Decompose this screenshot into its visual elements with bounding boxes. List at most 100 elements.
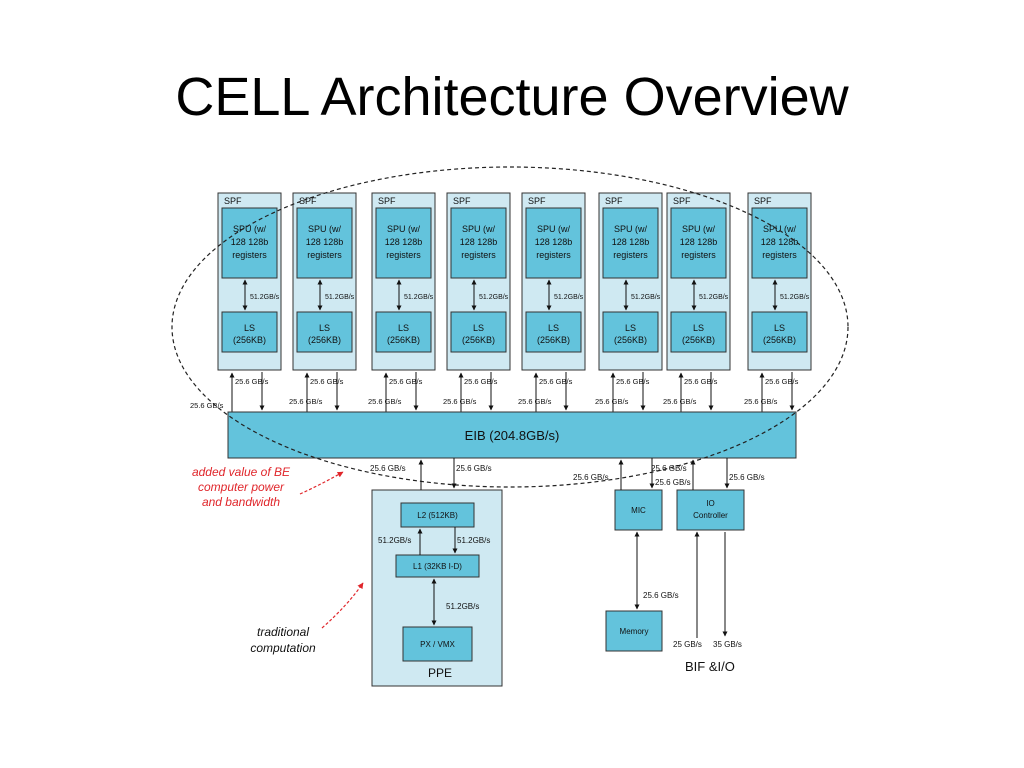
traditional-pointer: [321, 582, 364, 629]
spu-box: [296, 207, 353, 279]
traditional-annotation: traditional computation: [250, 582, 364, 655]
ls-label: (256KB): [233, 335, 266, 345]
spu-label: 128 128b: [612, 237, 650, 247]
spe-link-bw-upper: 25.6 GB/s: [389, 377, 423, 386]
spu-box: [450, 207, 507, 279]
mic-link-bw-right: 25.6 GB/s: [651, 464, 687, 473]
spu-label: 128 128b: [231, 237, 269, 247]
spe-link-bw-lower: 25.6 GB/s: [368, 397, 402, 406]
spe-internal-bw-label: 51.2GB/s: [554, 294, 584, 301]
spu-label: registers: [762, 250, 797, 260]
ls-label: (256KB): [682, 335, 715, 345]
spu-box: [525, 207, 582, 279]
spe-header: SPF: [453, 196, 471, 206]
spe-link-bw-upper: 25.6 GB/s: [765, 377, 799, 386]
ppe-bw-label-right: 51.2GB/s: [457, 536, 490, 545]
spu-box: [375, 207, 432, 279]
mic-label: MIC: [631, 506, 646, 515]
ls-label: (256KB): [387, 335, 420, 345]
spu-label: registers: [461, 250, 496, 260]
spe-internal-bw-label: 51.2GB/s: [325, 294, 355, 301]
spe-header: SPF: [605, 196, 623, 206]
mic-box: [614, 489, 663, 531]
spu-label: 128 128b: [535, 237, 573, 247]
spu-label: SPU (w/: [682, 224, 716, 234]
ls-label: LS: [473, 323, 484, 333]
added-value-line-1: added value of BE: [192, 465, 291, 479]
ls-label: LS: [548, 323, 559, 333]
spu-label: registers: [386, 250, 421, 260]
spe-link-bw-lower: 25.6 GB/s: [190, 401, 224, 410]
added-value-line-3: and bandwidth: [202, 495, 280, 509]
ls-label: (256KB): [614, 335, 647, 345]
io-link-bw-left: 25.6 GB/s: [655, 478, 691, 487]
l1-cache-label: L1 (32KB I-D): [413, 562, 462, 571]
spe-link-bw-upper: 25.6 GB/s: [235, 377, 269, 386]
ls-label: (256KB): [763, 335, 796, 345]
spe-internal-bw-label: 51.2GB/s: [250, 294, 280, 301]
spe-eib-links: 25.6 GB/s 25.6 GB/s 25.6 GB/s 25.6 GB/s 25.6…: [190, 372, 799, 412]
spe-header: SPF: [754, 196, 772, 206]
spu-label: SPU (w/: [308, 224, 342, 234]
l2-cache-box: [400, 502, 475, 528]
spe-link-bw-upper: 25.6 GB/s: [616, 377, 650, 386]
spe-link-bw-upper: 25.6 GB/s: [464, 377, 498, 386]
ppe-link-bw-left: 25.6 GB/s: [370, 464, 406, 473]
mic-link-bw-left: 25.6 GB/s: [573, 473, 609, 482]
l1-cache-box: [395, 554, 480, 578]
io-out-bw-label: 35 GB/s: [713, 640, 742, 649]
spe-internal-bw-label: 51.2GB/s: [780, 294, 810, 301]
ls-label: LS: [319, 323, 330, 333]
spu-label: SPU (w/: [763, 224, 797, 234]
ls-box: [375, 311, 432, 353]
io-controller-label-2: Controller: [693, 511, 728, 520]
spe-link-bw-lower: 25.6 GB/s: [744, 397, 778, 406]
spu-box: [670, 207, 727, 279]
spe-link-bw-lower: 25.6 GB/s: [663, 397, 697, 406]
ls-label: (256KB): [537, 335, 570, 345]
added-value-annotation: added value of BE computer power and ban…: [192, 465, 344, 509]
ls-box: [296, 311, 353, 353]
spu-label: registers: [681, 250, 716, 260]
ls-box: [751, 311, 808, 353]
spe-header: SPF: [673, 196, 691, 206]
spe-header: SPF: [528, 196, 546, 206]
spu-label: registers: [536, 250, 571, 260]
ls-box: [450, 311, 507, 353]
eib-label: EIB (204.8GB/s): [465, 428, 560, 443]
spu-label: 128 128b: [306, 237, 344, 247]
eib-bus: [227, 411, 797, 459]
added-value-pointer: [299, 471, 344, 495]
ls-label: LS: [398, 323, 409, 333]
px-vmx-label: PX / VMX: [420, 640, 455, 649]
ppe-core-bw-label: 51.2GB/s: [446, 602, 479, 611]
spe-group: SPF SPU (w/128 128b registers 51.2GB/sLS (25…: [217, 192, 812, 371]
spe-internal-bw-label: 51.2GB/s: [479, 294, 509, 301]
spe-link-bw-upper: 25.6 GB/s: [684, 377, 718, 386]
memory-label: Memory: [620, 627, 649, 636]
spe-link-bw-lower: 25.6 GB/s: [443, 397, 477, 406]
spu-label: registers: [232, 250, 267, 260]
spe-link-bw-upper: 25.6 GB/s: [310, 377, 344, 386]
spe-header: SPF: [299, 196, 317, 206]
spe-link-bw-upper: 25.6 GB/s: [539, 377, 573, 386]
spu-box: [221, 207, 278, 279]
spu-label: SPU (w/: [233, 224, 267, 234]
l2-cache-label: L2 (512KB): [417, 511, 458, 520]
traditional-line-2: computation: [250, 641, 316, 655]
memory-bw-label: 25.6 GB/s: [643, 591, 679, 600]
ls-label: (256KB): [462, 335, 495, 345]
ppe-link-bw-right: 25.6 GB/s: [456, 464, 492, 473]
io-link-bw-right: 25.6 GB/s: [729, 473, 765, 482]
spe-link-bw-lower: 25.6 GB/s: [518, 397, 552, 406]
spu-label: registers: [613, 250, 648, 260]
spu-box: [602, 207, 659, 279]
slide-title: CELL Architecture Overview: [175, 67, 849, 127]
